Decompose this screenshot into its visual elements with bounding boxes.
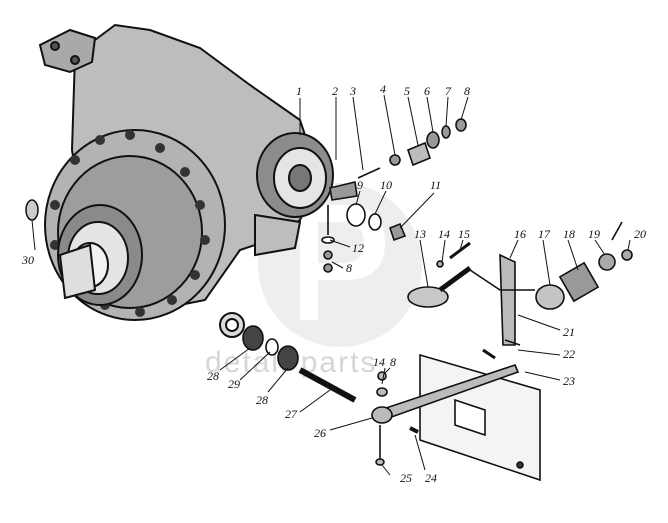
callout-25: 25 [400, 471, 412, 485]
bracket-plate [419, 339, 541, 482]
callout-19: 19 [588, 227, 600, 241]
shift-rod [371, 364, 520, 466]
callout-27: 27 [285, 407, 298, 421]
callout-15: 15 [458, 227, 470, 241]
callout-2: 2 [332, 84, 338, 98]
callout-22: 22 [563, 347, 575, 361]
callout-3: 3 [349, 84, 356, 98]
callout-1: 1 [296, 84, 302, 98]
callout-28-a: 28 [207, 369, 219, 383]
callout-20: 20 [634, 227, 646, 241]
callout-8-top: 8 [464, 84, 470, 98]
callout-28-b: 28 [256, 393, 268, 407]
callout-26: 26 [314, 426, 326, 440]
callout-12: 12 [352, 241, 364, 255]
callout-11: 11 [430, 178, 441, 192]
callout-16: 16 [514, 227, 526, 241]
callout-labels: 1 2 3 4 5 6 7 8 9 10 11 12 8 13 14 15 16… [21, 82, 646, 485]
callout-8-mid: 8 [346, 261, 352, 275]
callout-14-a: 14 [438, 227, 450, 241]
callout-18: 18 [563, 227, 575, 241]
callout-7: 7 [445, 84, 452, 98]
shaft-and-bearings [242, 325, 357, 403]
callout-14-b: 14 [373, 355, 385, 369]
callout-6: 6 [424, 84, 430, 98]
leader-lines [31, 94, 631, 476]
lever-assembly [407, 221, 633, 346]
callout-30: 30 [21, 253, 34, 267]
callout-10: 10 [380, 178, 392, 192]
shift-cover-1 [254, 132, 334, 257]
callout-9: 9 [357, 178, 363, 192]
callout-5: 5 [404, 84, 410, 98]
callout-24: 24 [425, 471, 437, 485]
callout-13: 13 [414, 227, 426, 241]
callout-17: 17 [538, 227, 551, 241]
callout-4: 4 [380, 82, 386, 96]
callout-29: 29 [228, 377, 240, 391]
callout-21: 21 [563, 325, 575, 339]
plug-30 [25, 199, 39, 221]
callout-8-low: 8 [390, 355, 396, 369]
callout-23: 23 [563, 374, 575, 388]
